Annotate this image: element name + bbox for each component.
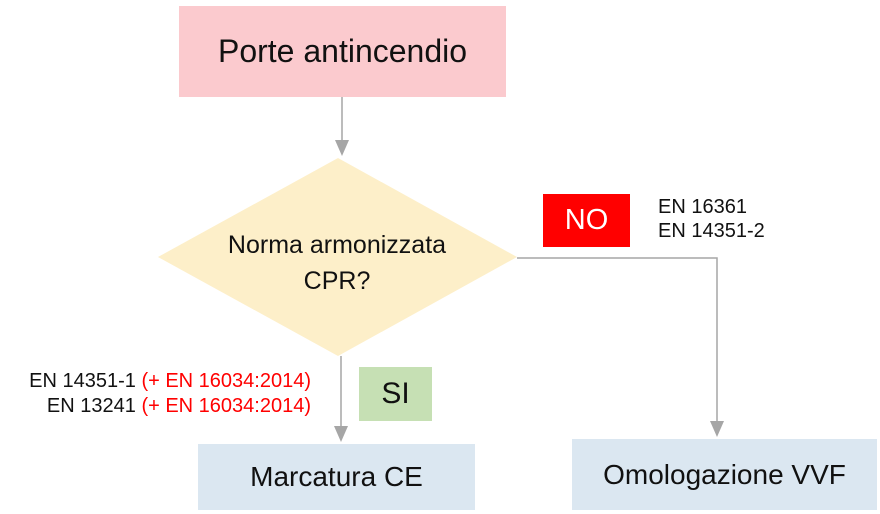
si-branch-norms: EN 14351-1 (+ EN 16034:2014) EN 13241 (+…	[10, 369, 311, 419]
si-badge-label: SI	[381, 377, 410, 410]
start-node: Porte antincendio	[179, 6, 506, 97]
outcome-marcatura-ce: Marcatura CE	[198, 444, 475, 510]
no-badge-label: NO	[564, 204, 609, 236]
decision-label-line1: Norma armonizzata	[227, 231, 447, 259]
norm-en-13241: EN 13241 (+ EN 16034:2014)	[10, 394, 311, 419]
norm-en-14351-1: EN 14351-1 (+ EN 16034:2014)	[10, 369, 311, 394]
outcome-omologazione-vvf: Omologazione VVF	[572, 439, 877, 510]
si-badge: SI	[359, 367, 432, 421]
norm-en-14351-1-amendment: (+ EN 16034:2014)	[141, 370, 311, 392]
decision-label: Norma armonizzata CPR?	[177, 227, 497, 299]
norm-en-14351-2: EN 14351-2	[658, 220, 765, 242]
outcome-marcatura-ce-label: Marcatura CE	[250, 461, 423, 492]
connector-title-to-decision-arrow-icon	[335, 140, 349, 156]
norm-en-13241-amendment: (+ EN 16034:2014)	[141, 395, 311, 417]
norm-en-16361: EN 16361	[658, 196, 747, 218]
connector-si-branch-arrow-icon	[334, 426, 348, 442]
connector-no-branch	[517, 257, 718, 422]
no-branch-norms: EN 16361 EN 14351-2	[658, 195, 765, 243]
start-node-label: Porte antincendio	[217, 33, 468, 69]
decision-label-line2: CPR?	[303, 267, 371, 295]
norm-en-14351-1-base: EN 14351-1	[29, 370, 136, 392]
outcome-omologazione-vvf-label: Omologazione VVF	[603, 458, 846, 490]
connector-no-branch-arrow-icon	[710, 421, 724, 437]
norm-en-13241-base: EN 13241	[46, 395, 136, 417]
no-badge: NO	[543, 194, 630, 247]
